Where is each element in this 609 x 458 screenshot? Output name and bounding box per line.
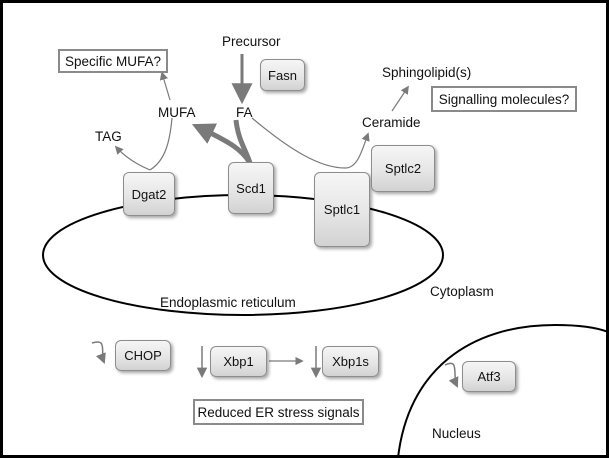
- atf3-box: Atf3: [462, 361, 516, 392]
- nucleus-membrane: [397, 323, 609, 458]
- atf3-down-arrow: [444, 362, 459, 388]
- specific-mufa-note: Specific MUFA?: [58, 49, 168, 73]
- fa-scd1-line: [233, 119, 253, 164]
- mufa-label: MUFA: [158, 105, 196, 120]
- tag-label: TAG: [95, 129, 122, 144]
- fasn-box: Fasn: [260, 59, 305, 91]
- precursor-label: Precursor: [222, 34, 281, 49]
- fa-ceramide-arrow: [251, 117, 370, 169]
- ceramide-label: Ceramide: [362, 115, 421, 130]
- sphingolipid-label: Sphingolipid(s): [382, 65, 472, 80]
- chop-down-arrow: [91, 341, 106, 364]
- mufa-specific-arrow: [159, 71, 171, 101]
- scd1-box: Scd1: [228, 162, 274, 214]
- dgat2-tag-arrow: [114, 145, 151, 171]
- chop-box: CHOP: [115, 340, 171, 371]
- er-label: Endoplasmic reticulum: [160, 295, 296, 310]
- xbp1s-box: Xbp1s: [322, 346, 379, 377]
- xbp1-box: Xbp1: [210, 346, 267, 377]
- fa-label: FA: [236, 105, 253, 120]
- dgat2-box: Dgat2: [123, 172, 175, 216]
- mufa-dgat2-link: [149, 117, 173, 171]
- nucleus-label: Nucleus: [432, 426, 481, 441]
- sptlc1-box: Sptlc1: [314, 172, 370, 247]
- reduced-er-note: Reduced ER stress signals: [193, 399, 364, 425]
- sptlc2-box: Sptlc2: [371, 145, 435, 192]
- signalling-note: Signalling molecules?: [431, 86, 577, 112]
- ceramide-sphingolipid-arrow: [391, 85, 409, 112]
- cytoplasm-label: Cytoplasm: [430, 284, 494, 299]
